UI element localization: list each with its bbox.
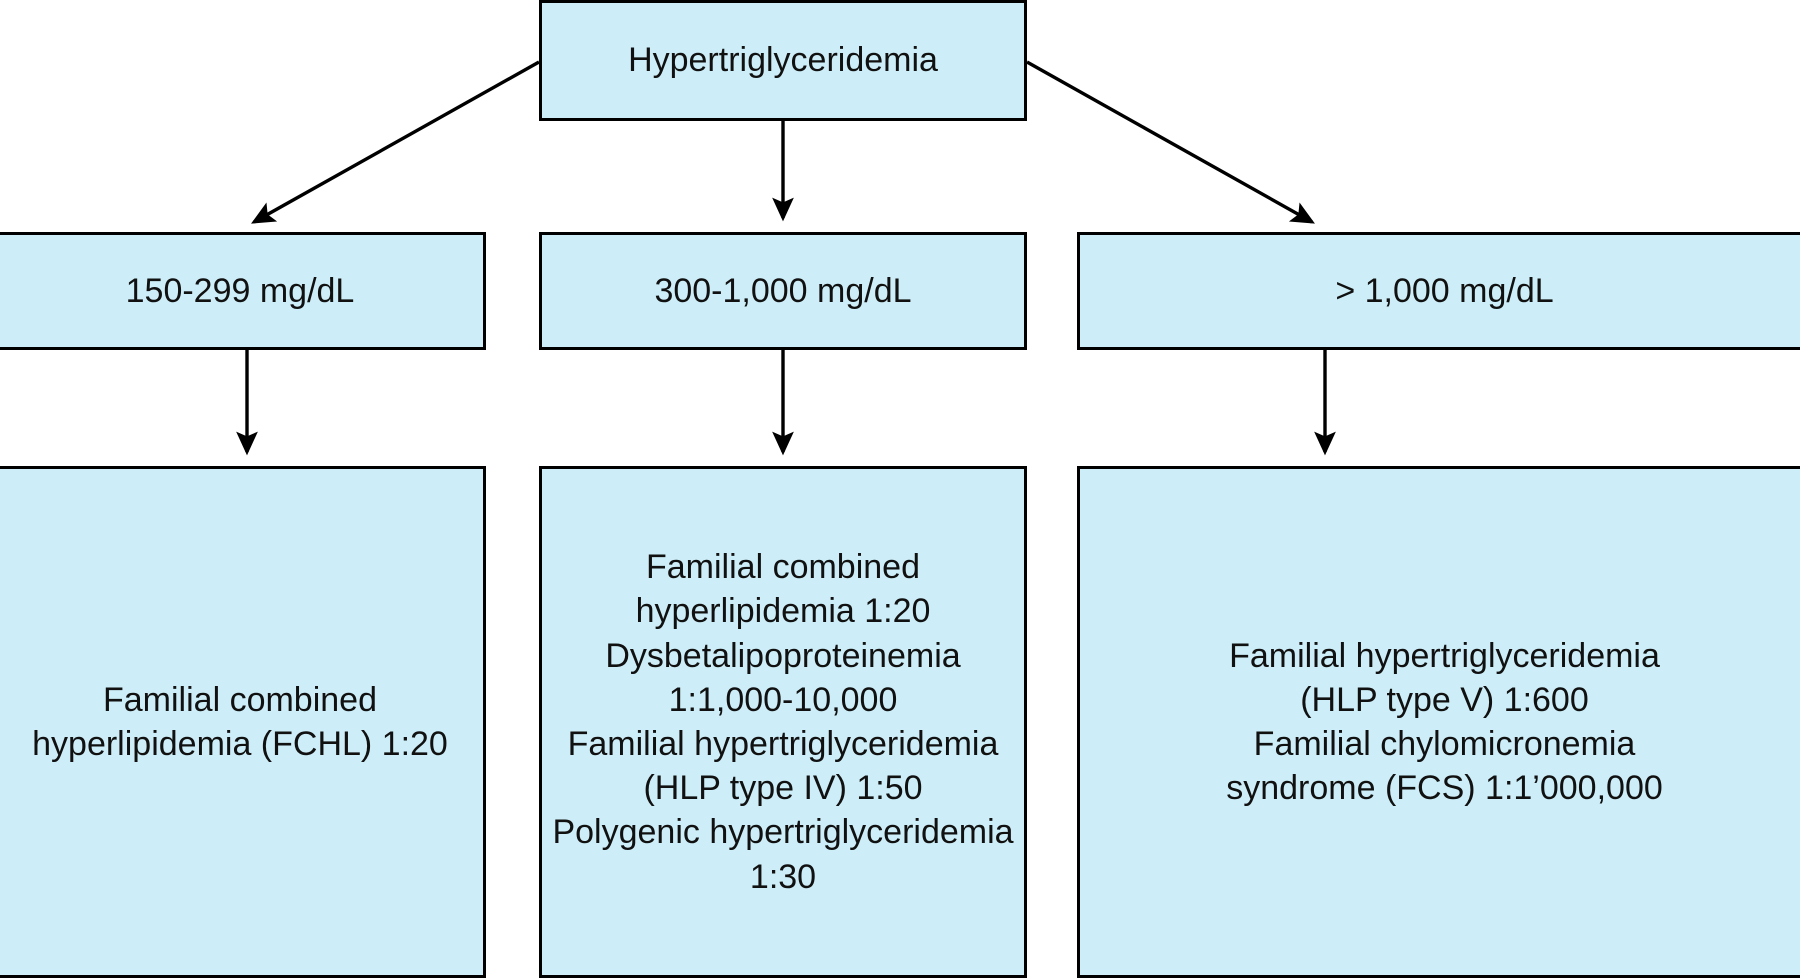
node-hypertriglyceridemia: Hypertriglyceridemia bbox=[539, 0, 1027, 121]
node-detail-severe-causes: Familial hypertriglyceridemia (HLP type … bbox=[1077, 466, 1800, 978]
node-label: 150-299 mg/dL bbox=[125, 271, 355, 310]
node-tier-150-299: 150-299 mg/dL bbox=[0, 232, 486, 350]
edge-root-to-tier-low bbox=[251, 60, 540, 224]
node-label: Familial combined hyperlipidemia 1:20 Dy… bbox=[552, 548, 1014, 896]
node-label: > 1,000 mg/dL bbox=[1335, 271, 1554, 310]
node-detail-fchl: Familial combined hyperlipidemia (FCHL) … bbox=[0, 466, 486, 978]
node-label: Familial hypertriglyceridemia (HLP type … bbox=[1226, 636, 1663, 808]
node-label: 300-1,000 mg/dL bbox=[654, 271, 912, 310]
edge-root-to-tier-high bbox=[1026, 60, 1315, 224]
node-label: Hypertriglyceridemia bbox=[628, 41, 938, 80]
node-label: Familial combined hyperlipidemia (FCHL) … bbox=[32, 680, 448, 763]
node-tier-over-1000: > 1,000 mg/dL bbox=[1077, 232, 1800, 350]
node-tier-300-1000: 300-1,000 mg/dL bbox=[539, 232, 1027, 350]
node-detail-moderate-causes: Familial combined hyperlipidemia 1:20 Dy… bbox=[539, 466, 1027, 978]
